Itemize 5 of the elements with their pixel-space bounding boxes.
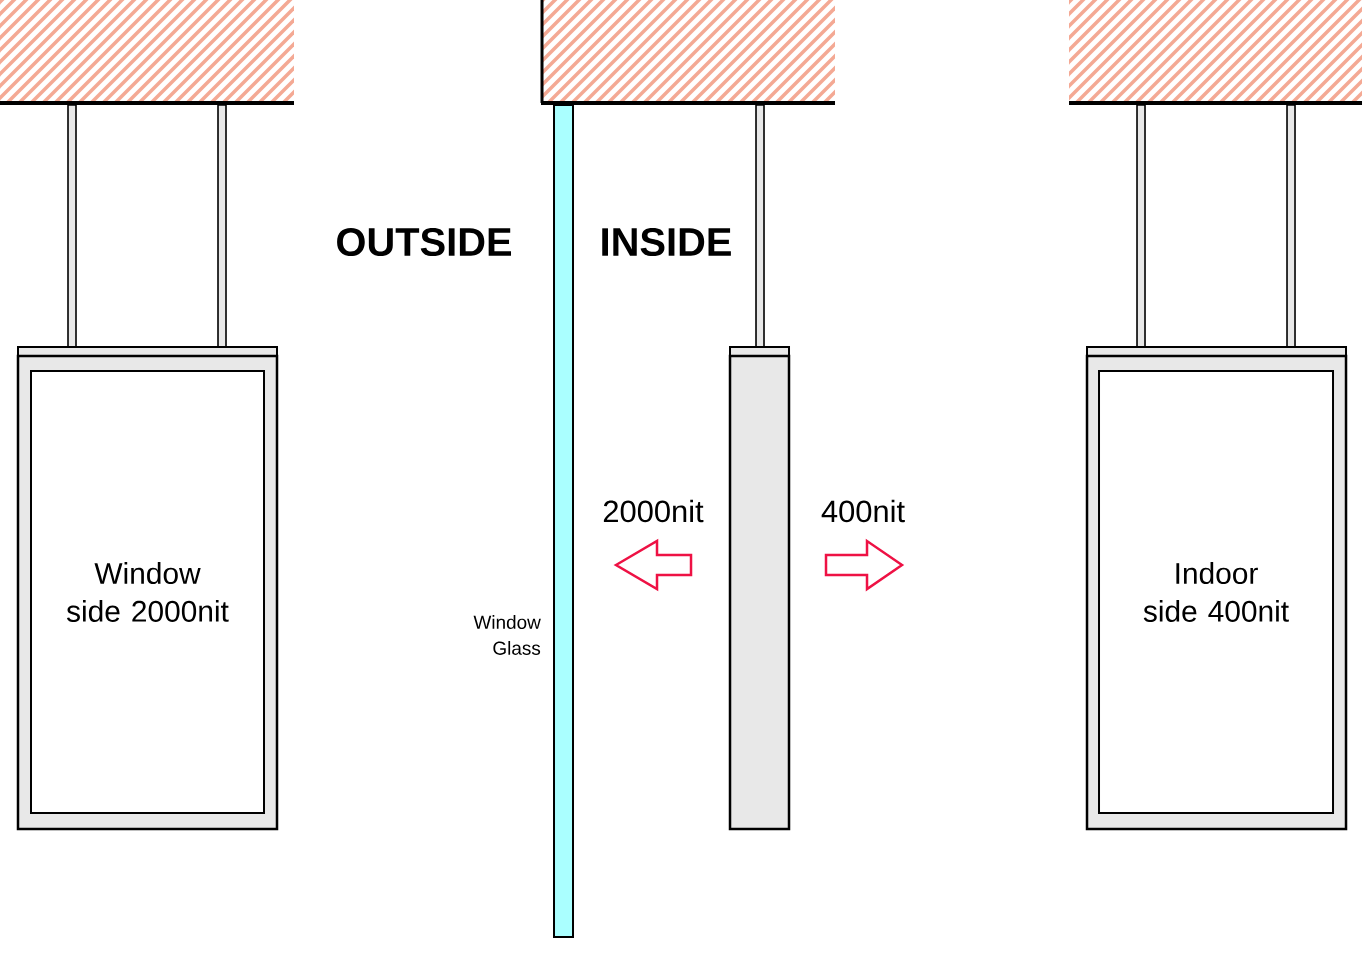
glass-label: Window Glass: [473, 615, 541, 655]
brightness-label: 2000nit: [603, 499, 704, 523]
brightness-label: 400nit: [821, 499, 905, 523]
heading: INSIDE: [602, 227, 731, 257]
heading: OUTSIDE: [337, 227, 511, 257]
